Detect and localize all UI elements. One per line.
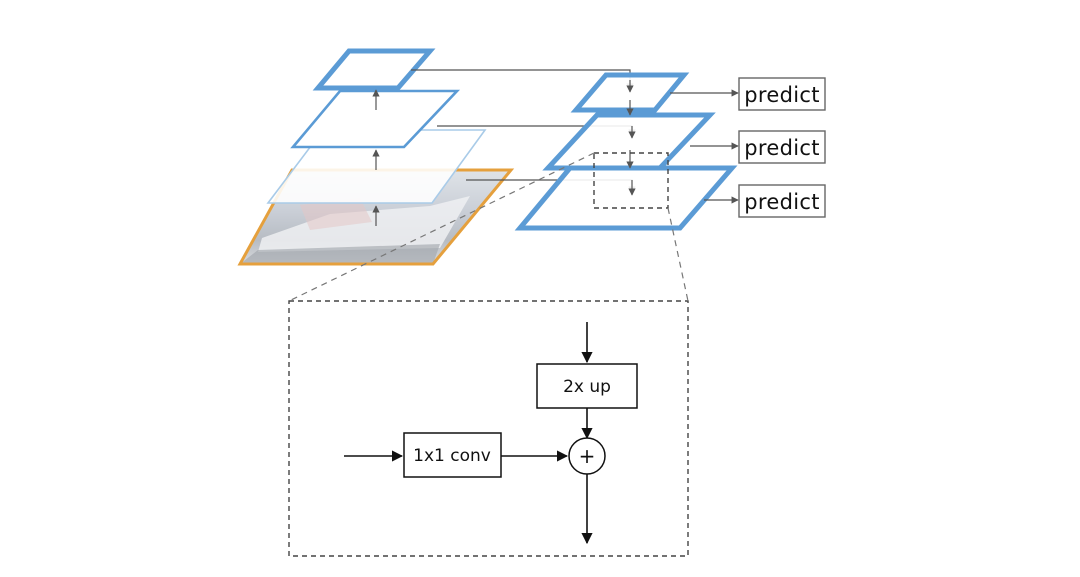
lateral-conv-label: 1x1 conv (413, 446, 491, 466)
upsample-box: 2x up (536, 363, 638, 409)
predict-label: predict (744, 83, 819, 107)
plus-symbol: + (579, 444, 596, 468)
top-down-level-2 (542, 112, 716, 171)
detail-panel: 2x up 1x1 conv + (288, 300, 689, 557)
predict-box-1: predict (738, 77, 826, 111)
bottom-up-pathway (237, 48, 515, 266)
zoom-region (593, 152, 669, 209)
upsample-label: 2x up (563, 377, 611, 397)
top-down-pathway (514, 72, 738, 231)
predict-label: predict (744, 190, 819, 214)
lateral-conv-box: 1x1 conv (403, 432, 502, 478)
detail-frame (288, 300, 689, 557)
predict-box-3: predict (738, 184, 826, 218)
zoom-projection-lines (288, 152, 689, 302)
bottom-up-level-3 (290, 89, 461, 149)
predict-label: predict (744, 136, 819, 160)
predict-box-2: predict (738, 130, 826, 164)
merge-add-node: + (568, 437, 606, 475)
prediction-heads: predict predict predict (670, 77, 826, 218)
bottom-up-level-4 (312, 48, 436, 91)
top-down-level-3 (514, 165, 738, 231)
